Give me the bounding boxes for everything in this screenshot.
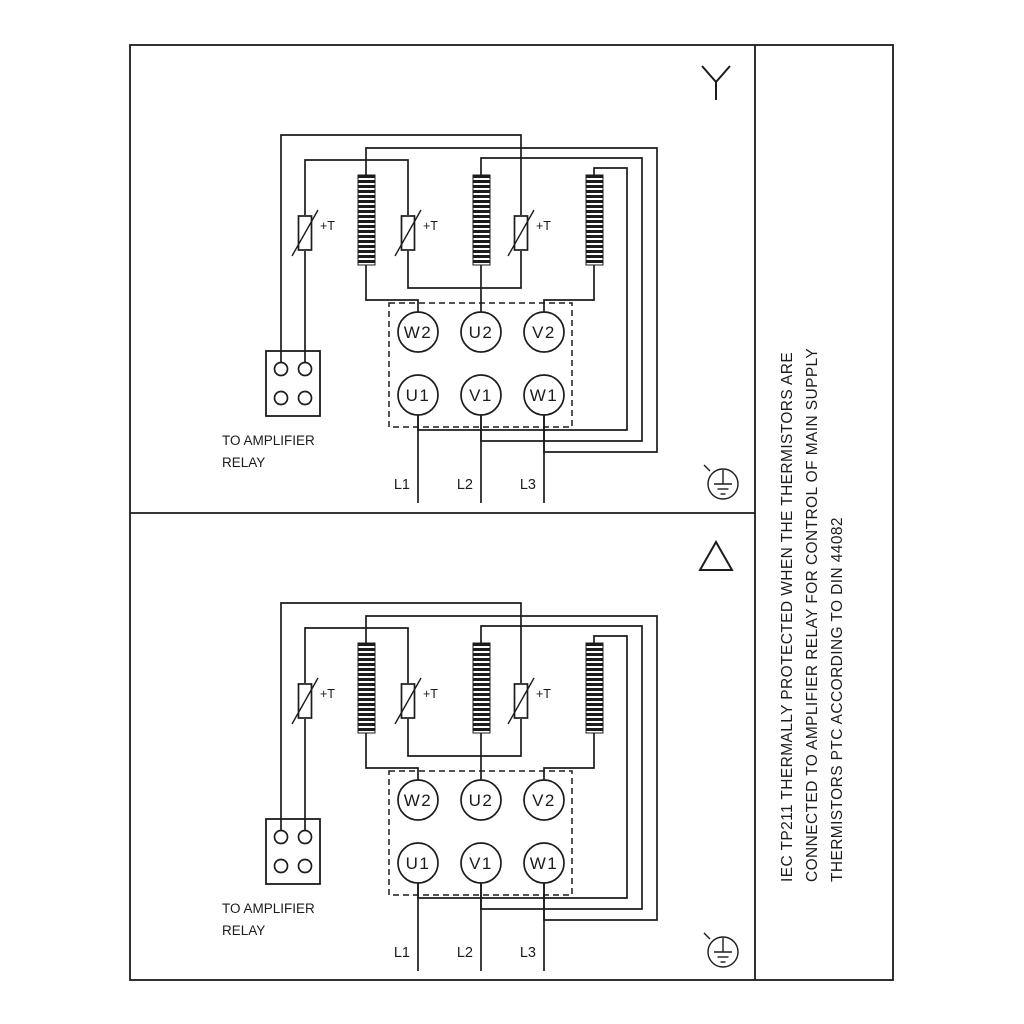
thermistors: +T +T +T [291, 209, 551, 257]
relay-label-line2: RELAY [222, 923, 265, 938]
thermistor-symbol: +T [507, 209, 551, 257]
terminal-U1 [397, 374, 439, 416]
relay-pin [273, 390, 289, 406]
amplifier-relay-connector: TO AMPLIFIER RELAY [222, 350, 321, 470]
terminal-V1 [460, 374, 502, 416]
amplifier-relay-connector: TO AMPLIFIER RELAY [222, 818, 321, 938]
thermistors: +T +T +T [291, 677, 551, 725]
relay-pin [297, 858, 313, 874]
side-note-line2: CONNECTED TO AMPLIFIER RELAY FOR CONTROL… [804, 348, 821, 882]
motor-windings [357, 174, 604, 266]
relay-label-line1: TO AMPLIFIER [222, 901, 315, 916]
thermistor-label: +T [423, 219, 438, 233]
terminal-label: W1 [530, 386, 559, 405]
terminal-V1 [460, 842, 502, 884]
supply-label-L1: L1 [394, 477, 410, 493]
wiring [280, 602, 658, 971]
relay-pin [297, 361, 313, 377]
terminal-W2 [397, 779, 439, 821]
wire-segment [365, 265, 419, 312]
relay-pin [273, 858, 289, 874]
wire-segment [304, 159, 409, 215]
relay-pin [297, 390, 313, 406]
terminal-label: U2 [469, 323, 494, 342]
thermistor-symbol: +T [291, 209, 335, 257]
wire-segment [304, 627, 409, 683]
thermistor-symbol: +T [507, 677, 551, 725]
thermistor-label: +T [536, 687, 551, 701]
relay-pin [273, 361, 289, 377]
terminal-board: W2 U2 V2 U1 V1 W1 [388, 770, 573, 896]
wire-segment [543, 733, 595, 780]
terminal-label: U2 [469, 791, 494, 810]
terminal-label: V1 [469, 854, 493, 873]
motor-winding-symbol [472, 642, 491, 734]
relay-label-line2: RELAY [222, 455, 265, 470]
wire-segment [407, 251, 522, 289]
relay-label-line1: TO AMPLIFIER [222, 433, 315, 448]
supply-label-L1: L1 [394, 945, 410, 961]
thermistor-label: +T [320, 687, 335, 701]
motor-winding-symbol [585, 174, 604, 266]
star-connection-panel: +T +T +T TO AMPLIFIER RELAY [222, 65, 739, 503]
terminal-label: W2 [404, 323, 433, 342]
terminal-label: V2 [532, 791, 556, 810]
motor-winding-symbol [472, 174, 491, 266]
supply-label-L2: L2 [457, 477, 473, 493]
relay-pin [297, 829, 313, 845]
relay-pin [273, 829, 289, 845]
terminal-label: U1 [406, 386, 431, 405]
thermistor-label: +T [423, 687, 438, 701]
motor-winding-symbol [357, 174, 376, 266]
star-icon [701, 65, 731, 100]
wire-segment [280, 602, 522, 837]
terminal-W1 [523, 374, 565, 416]
side-note-line3: THERMISTORS PTC ACCORDING TO DIN 44082 [829, 517, 846, 882]
terminal-W1 [523, 842, 565, 884]
side-note-line1: IEC TP211 THERMALLY PROTECTED WHEN THE T… [779, 352, 796, 882]
delta-icon [698, 539, 734, 571]
wire-segment [280, 134, 522, 369]
delta-connection-panel: +T +T +T TO AMPLIFIER RELAY [222, 539, 739, 971]
terminal-label: U1 [406, 854, 431, 873]
supply-labels: L1 L2 L3 [394, 477, 536, 493]
terminal-U2 [460, 779, 502, 821]
terminal-label: V2 [532, 323, 556, 342]
motor-windings [357, 642, 604, 734]
wire-segment [407, 719, 522, 757]
terminal-board-outline [388, 770, 573, 896]
thermistor-symbol: +T [394, 677, 438, 725]
thermistor-label: +T [320, 219, 335, 233]
earth-ground-icon [703, 464, 739, 500]
thermistor-symbol: +T [394, 209, 438, 257]
thermistor-label: +T [536, 219, 551, 233]
terminal-U2 [460, 311, 502, 353]
terminal-board-outline [388, 302, 573, 428]
supply-labels: L1 L2 L3 [394, 945, 536, 961]
terminal-V2 [523, 311, 565, 353]
motor-winding-symbol [357, 642, 376, 734]
terminal-board: W2 U2 V2 U1 V1 W1 [388, 302, 573, 428]
terminal-label: W2 [404, 791, 433, 810]
terminal-label: V1 [469, 386, 493, 405]
side-note: IEC TP211 THERMALLY PROTECTED WHEN THE T… [779, 348, 846, 882]
supply-label-L3: L3 [520, 945, 536, 961]
terminal-U1 [397, 842, 439, 884]
motor-winding-symbol [585, 642, 604, 734]
terminal-label: W1 [530, 854, 559, 873]
supply-label-L3: L3 [520, 477, 536, 493]
terminal-V2 [523, 779, 565, 821]
terminal-W2 [397, 311, 439, 353]
supply-label-L2: L2 [457, 945, 473, 961]
thermistor-symbol: +T [291, 677, 335, 725]
wire-segment [365, 733, 419, 780]
wire-segment [543, 265, 595, 312]
earth-ground-icon [703, 932, 739, 968]
